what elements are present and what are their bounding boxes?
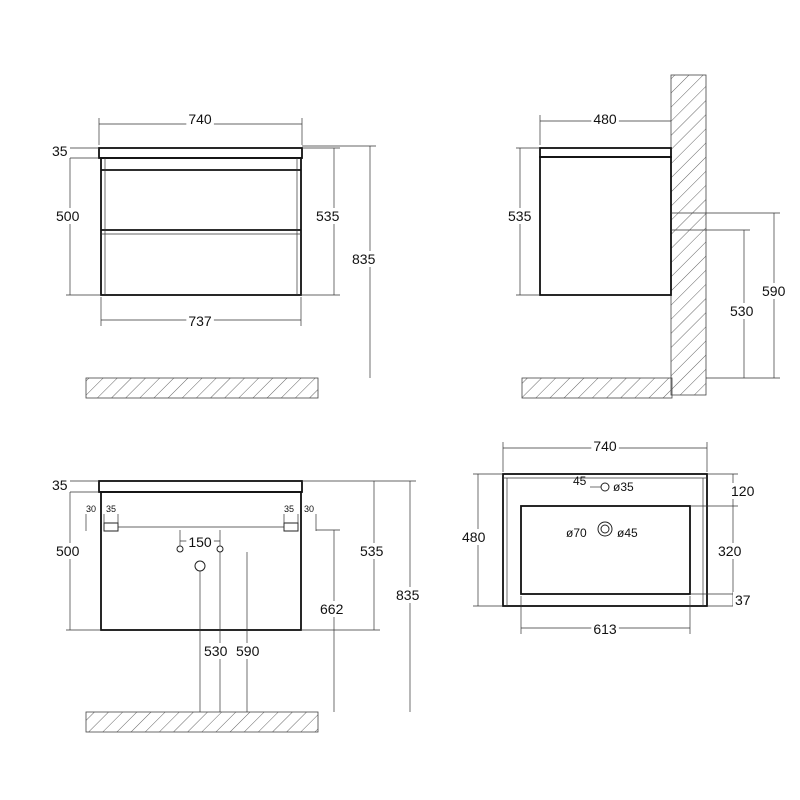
label-backing <box>186 313 214 329</box>
drain-inner-label: ø45 <box>617 526 638 540</box>
side-depth-label: 480 <box>593 111 617 127</box>
hanger-right-30-label: 30 <box>304 504 314 514</box>
top-37-label: 37 <box>735 592 751 608</box>
label-backing <box>50 477 70 493</box>
front-body-height-label: 535 <box>316 208 340 224</box>
back-countertop <box>98 480 303 493</box>
label-backing <box>314 208 342 224</box>
back-floor-hatch <box>85 711 319 733</box>
hanger-left <box>103 522 119 532</box>
label-backing <box>591 438 619 454</box>
label-backing <box>728 303 756 319</box>
basin-outline <box>502 473 708 607</box>
hole-left <box>176 545 184 553</box>
hanger-left-30-label: 30 <box>86 504 96 514</box>
front-floor-hatch <box>85 377 319 399</box>
side-mount-590-label: 590 <box>762 283 786 299</box>
top-width-label: 740 <box>593 438 617 454</box>
label-backing <box>460 529 488 545</box>
label-backing <box>394 587 422 603</box>
back-body-height-label: 535 <box>360 543 384 559</box>
label-backing <box>760 283 788 299</box>
hanger-right-35-label: 35 <box>284 504 294 514</box>
hole-right <box>216 545 224 553</box>
hanger-right <box>283 522 299 532</box>
drain-outer-label: ø70 <box>566 526 587 540</box>
front-total-height-label: 835 <box>352 251 376 267</box>
top-basin-width-label: 613 <box>593 621 617 637</box>
label-backing <box>716 543 744 559</box>
side-floor-hatch <box>521 377 673 399</box>
label-backing <box>506 208 534 224</box>
tap-hole-label: ø35 <box>613 480 634 494</box>
tap-hole <box>600 482 610 492</box>
top-120-label: 120 <box>731 483 755 499</box>
label-backing <box>202 643 230 659</box>
side-mount-530-label: 530 <box>730 303 754 319</box>
back-662-label: 662 <box>320 601 344 617</box>
front-width-label: 740 <box>188 111 212 127</box>
label-backing <box>50 143 70 159</box>
top-depth-label: 480 <box>462 529 486 545</box>
label-backing <box>186 534 214 550</box>
back-530-label: 530 <box>204 643 228 659</box>
drain-inner <box>600 524 610 534</box>
drain-outer <box>597 521 613 537</box>
tap-offset-label: 45 <box>573 474 587 488</box>
label-backing <box>591 621 619 637</box>
drain-hole <box>194 560 206 572</box>
label-backing <box>350 251 378 267</box>
label-backing <box>54 543 82 559</box>
side-countertop <box>539 147 672 158</box>
label-backing <box>729 483 757 499</box>
label-backing <box>234 643 262 659</box>
back-cabinet-body <box>100 491 302 631</box>
side-view: 480 535 530 590 <box>506 74 788 399</box>
label-backing <box>54 208 82 224</box>
top-320-label: 320 <box>718 543 742 559</box>
back-total-height-label: 835 <box>396 587 420 603</box>
front-view: 740 35 500 535 835 737 <box>50 111 378 399</box>
back-top-thickness-label: 35 <box>52 477 68 493</box>
label-backing <box>318 601 346 617</box>
label-backing <box>591 111 619 127</box>
side-cabinet-body <box>539 156 672 296</box>
front-countertop <box>98 147 303 159</box>
back-view: 30 35 35 30 150 35 500 535 835 662 <box>50 477 422 733</box>
top-view: 45 ø35 ø70 ø45 740 480 120 320 37 613 <box>460 438 757 637</box>
label-backing <box>358 543 386 559</box>
hole-spacing-label: 150 <box>188 534 212 550</box>
back-590-label: 590 <box>236 643 260 659</box>
front-drawer-height-label: 500 <box>56 208 80 224</box>
front-bottom-width-label: 737 <box>188 313 212 329</box>
side-wall-hatch <box>670 74 707 396</box>
side-body-height-label: 535 <box>508 208 532 224</box>
label-backing <box>733 592 753 608</box>
basin-bowl <box>520 505 691 595</box>
front-cabinet-body <box>100 157 302 296</box>
label-backing <box>186 111 214 127</box>
back-drawer-height-label: 500 <box>56 543 80 559</box>
hanger-left-35-label: 35 <box>106 504 116 514</box>
front-top-thickness-label: 35 <box>52 143 68 159</box>
